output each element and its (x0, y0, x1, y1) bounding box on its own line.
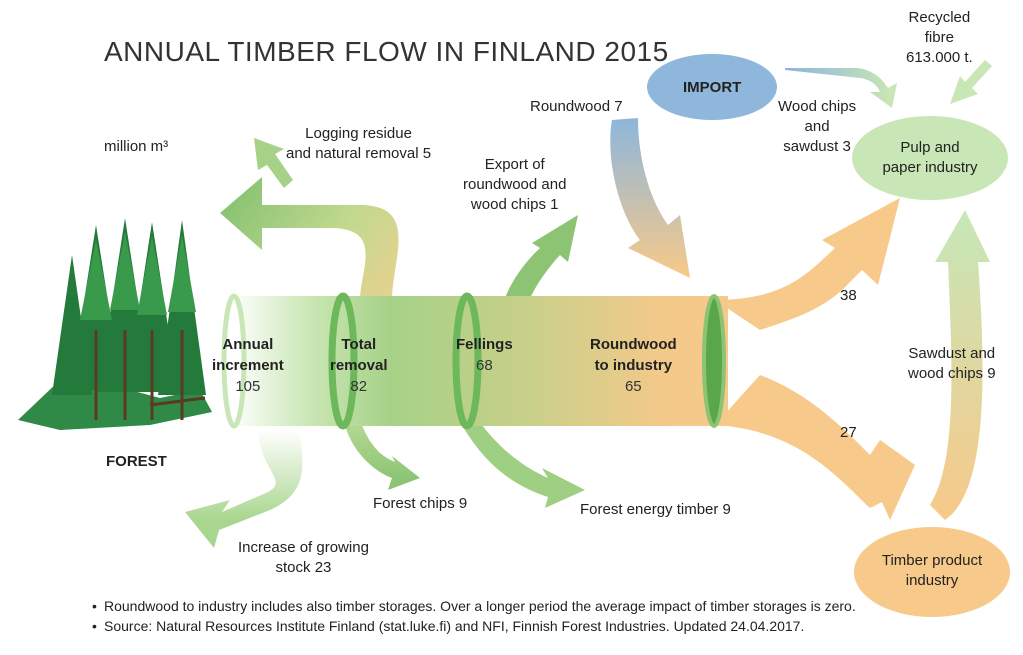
diagram-title: ANNUAL TIMBER FLOW IN FINLAND 2015 (104, 36, 669, 67)
footnotes: •Roundwood to industry includes also tim… (92, 596, 856, 636)
pulp-flow (715, 198, 900, 330)
pulp-node-label: Pulp and paper industry (882, 139, 978, 176)
forest-illustration (18, 218, 212, 430)
to-pulp-value: 38 (840, 287, 857, 304)
import-node (647, 54, 777, 120)
sawdust-label: Sawdust and wood chips 9 (908, 345, 996, 382)
roundwood-import-label: Roundwood 7 (530, 98, 623, 115)
to-timber-value: 27 (840, 424, 857, 441)
logging-residue-label: Logging residue and natural removal 5 (286, 125, 432, 162)
pipe-ring-annual (221, 293, 247, 429)
forest-chips-flow (345, 425, 420, 490)
timber-flow (715, 375, 915, 520)
wood-chips-import-flow (785, 68, 897, 108)
pipe-ring-roundwood (702, 294, 726, 428)
growing-stock-flow (185, 425, 303, 548)
sawdust-flow (930, 210, 990, 520)
forest-energy-label: Forest energy timber 9 (580, 501, 731, 518)
import-node-label: IMPORT (683, 79, 742, 96)
pipe-label-roundwood: Roundwood to industry 65 (590, 336, 677, 395)
recycled-fibre-arrow (950, 60, 992, 104)
pipe-label-fellings: Fellings 68 (456, 336, 513, 374)
pipe-label-annual: Annual increment 105 (212, 336, 284, 395)
footnote-1: •Roundwood to industry includes also tim… (92, 598, 856, 614)
growing-stock-label: Increase of growing stock 23 (238, 539, 369, 576)
pipe-ring-fellings (452, 292, 482, 430)
logging-residue-flow (220, 177, 399, 300)
timber-node-label: Timber product industry (881, 552, 983, 589)
pulp-node (852, 116, 1008, 200)
forest-label: FOREST (106, 453, 167, 470)
export-flow (505, 215, 578, 298)
timber-node (854, 527, 1010, 617)
recycled-fibre-label: Recycled fibre 613.000 t. (906, 9, 973, 66)
forest-chips-label: Forest chips 9 (373, 495, 468, 512)
pipe-label-total: Total removal 82 (330, 336, 388, 395)
wood-chips-import-label: Wood chips and sawdust 3 (778, 98, 857, 155)
forest-energy-flow (462, 425, 585, 508)
roundwood-import-flow (610, 118, 690, 278)
footnote-2: •Source: Natural Resources Institute Fin… (92, 618, 805, 634)
pipe-ring-total (328, 292, 358, 430)
unit-label: million m³ (104, 138, 169, 155)
export-label: Export of roundwood and wood chips 1 (463, 156, 567, 213)
logging-residue-small-arrow (254, 138, 293, 188)
